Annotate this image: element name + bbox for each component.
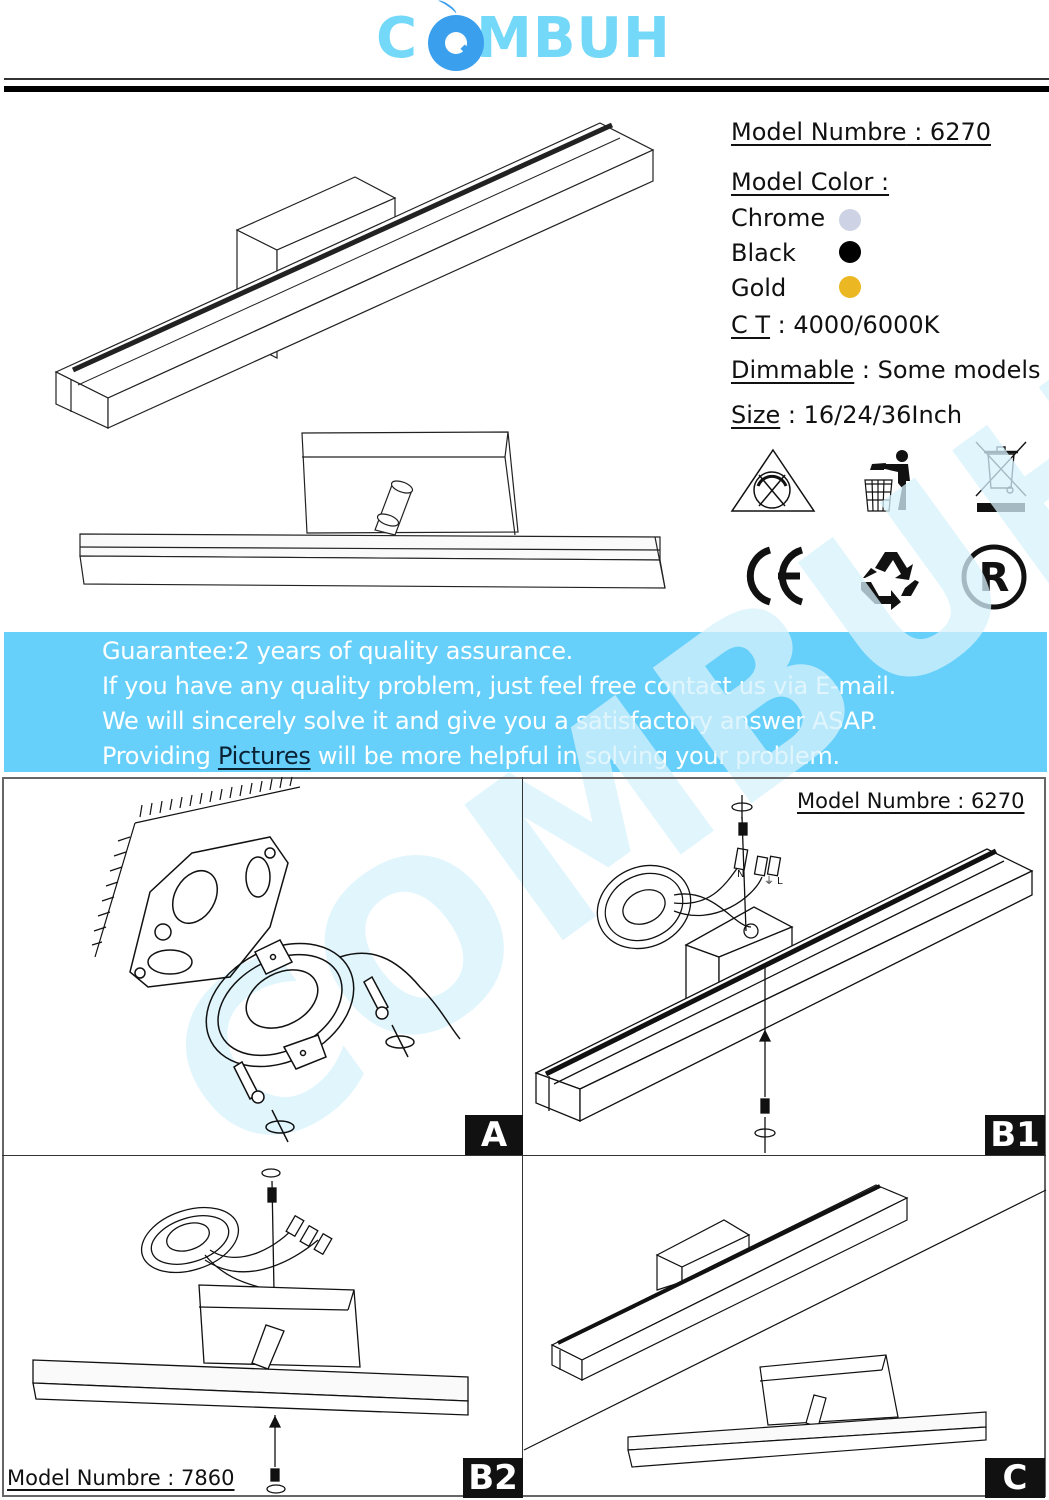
wire-label-n: N (737, 869, 744, 880)
wire-label-l: L (777, 876, 783, 887)
pictures-link[interactable]: Pictures (217, 742, 311, 770)
step-a-mounting-plate-drawing (91, 776, 461, 1143)
weee-crossed-bin-icon (975, 441, 1027, 512)
guarantee-banner: Guarantee:2 years of quality assurance. … (4, 632, 1047, 772)
color-option-gold: Gold (731, 274, 787, 302)
b1-model-number-label: Model Numbre : 6270 (797, 789, 1025, 813)
triangle-lamp-icon (730, 448, 816, 512)
step-b2-wiring-drawing (32, 1168, 469, 1494)
spec-dimmable: Dimmable : Some models (731, 356, 1041, 384)
installation-steps-grid (2, 777, 1046, 1497)
guarantee-line-2: If you have any quality problem, just fe… (102, 672, 896, 700)
spec-size: Size : 16/24/36Inch (731, 401, 963, 429)
step-c-installed-drawing (523, 1184, 1047, 1468)
grid-divider-horizontal (2, 1155, 1046, 1156)
svg-text:R: R (979, 555, 1010, 601)
guarantee-line-4: Providing Pictures will be more helpful … (102, 742, 840, 770)
tidyman-icon (864, 450, 910, 512)
gold-swatch (839, 276, 861, 298)
step-b1-wiring-drawing: N ⏚ L (534, 795, 1034, 1153)
chrome-swatch (839, 209, 861, 231)
color-option-chrome: Chrome (731, 204, 826, 232)
spec-model-color-heading: Model Color : (731, 168, 890, 196)
color-option-black: Black (731, 239, 796, 267)
header-divider-thick (4, 86, 1049, 92)
header-divider-thin (4, 78, 1049, 80)
guarantee-line-1: Guarantee:2 years of quality assurance. (102, 637, 573, 665)
b2-model-number-label: Model Numbre : 7860 (7, 1466, 235, 1490)
spec-color-temperature: C T : 4000/6000K (731, 311, 940, 339)
recycle-icon (861, 552, 919, 610)
spec-model-number: Model Numbre : 6270 (731, 118, 991, 146)
product-drawing-angled (54, 122, 666, 589)
ce-mark-icon (746, 546, 804, 606)
wire-label-ground: ⏚ (764, 875, 774, 887)
step-badge-b2: B2 (463, 1458, 523, 1498)
registered-icon: R (961, 544, 1027, 610)
step-badge-c: C (985, 1458, 1045, 1498)
logo-q-ring-icon (428, 15, 484, 71)
step-badge-a: A (465, 1115, 523, 1155)
guarantee-line-3: We will sincerely solve it and give you … (102, 707, 878, 735)
step-badge-b1: B1 (985, 1115, 1045, 1155)
black-swatch (839, 241, 861, 263)
